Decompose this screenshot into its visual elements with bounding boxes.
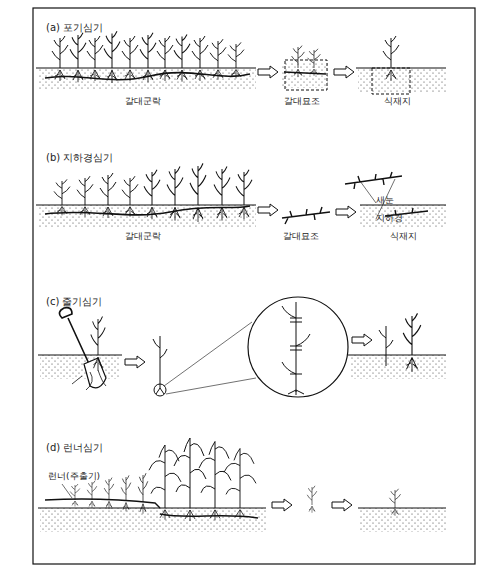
panel-title: (a) 포기심기: [46, 22, 103, 33]
leader-line: [62, 484, 72, 498]
soil: [360, 508, 446, 532]
process-arrow: [125, 356, 145, 368]
stem-cutting: [379, 326, 393, 366]
ground-line: [356, 68, 446, 69]
reed: [403, 313, 421, 372]
part-label: 식재지: [390, 232, 417, 242]
reed: [140, 33, 156, 83]
tall-reed: [149, 445, 181, 520]
reed: [174, 34, 190, 81]
panel-d-drawing: [38, 438, 446, 532]
frame: [33, 8, 475, 564]
reed: [70, 33, 86, 83]
reed: [210, 39, 226, 80]
ground-line: [358, 508, 446, 509]
reed-clump: [52, 31, 244, 83]
ground-line: [36, 205, 256, 206]
panel-c-drawing: [38, 297, 446, 397]
reed: [87, 481, 97, 508]
panel-a-drawing: [36, 31, 446, 94]
soil: [350, 355, 446, 379]
shovel-blade: [84, 358, 106, 388]
soil: [360, 205, 446, 227]
part-label: 갈대묘조: [284, 97, 320, 107]
part-label: 갈대군락: [125, 232, 161, 242]
panel-title: (b) 지하경심기: [46, 152, 113, 163]
reed: [389, 489, 400, 516]
reed: [308, 49, 321, 76]
soil: [358, 68, 446, 92]
part-label: 갈대묘조: [283, 232, 319, 242]
reed: [70, 484, 80, 507]
reed: [122, 176, 138, 217]
reed: [167, 167, 183, 221]
reed: [52, 36, 68, 81]
part-label: 갈대군락: [125, 97, 161, 107]
process-arrow: [332, 499, 352, 511]
reed: [192, 36, 208, 81]
part-label: 식재지: [384, 97, 411, 107]
reed: [87, 36, 103, 81]
rhizome: [284, 72, 326, 74]
ground-line: [36, 68, 256, 69]
ground-line: [38, 508, 266, 509]
reed: [383, 36, 399, 81]
reed: [104, 478, 114, 510]
process-arrow: [336, 206, 356, 218]
part-label: 지하경: [376, 214, 403, 224]
process-arrow: [352, 334, 372, 346]
reed: [100, 173, 116, 218]
rhizome: [45, 73, 250, 80]
rhizome-cutting: [282, 207, 330, 224]
ground-line: [348, 355, 446, 356]
reed: [307, 486, 317, 513]
reed: [292, 46, 305, 78]
tall-reed: [199, 442, 231, 521]
part-label: 런너(주출기): [48, 472, 100, 482]
rhizome: [160, 514, 258, 518]
reed: [190, 163, 206, 222]
reed: [157, 36, 173, 81]
ground-line: [360, 205, 446, 206]
soil: [282, 62, 328, 88]
panel-title: (c) 줄기심기: [46, 296, 102, 307]
shovel-handle: [59, 308, 90, 366]
process-arrow: [258, 204, 278, 216]
reed: [214, 167, 230, 221]
panel-title: (d) 런너심기: [46, 442, 103, 453]
reed: [121, 475, 131, 511]
reed: [77, 176, 93, 217]
ground-line: [38, 355, 122, 356]
tall-reed: [224, 449, 256, 520]
soil: [38, 205, 256, 227]
reed: [144, 170, 160, 220]
node-detail: [282, 302, 310, 395]
reed: [236, 170, 252, 220]
reed: [138, 473, 148, 514]
tall-reed: [174, 438, 206, 521]
soil: [40, 508, 266, 532]
reed: [228, 42, 244, 78]
leader-line: [164, 322, 256, 394]
reed: [91, 317, 105, 371]
reed: [54, 179, 70, 215]
panel-b-drawing: [36, 163, 446, 227]
clump-outline: [285, 60, 327, 90]
process-arrow: [334, 66, 354, 78]
process-arrow: [258, 66, 278, 78]
detail-circle: [248, 297, 348, 397]
part-label: 새눈: [376, 196, 394, 206]
reed: [122, 36, 138, 81]
reed: [104, 31, 120, 83]
roots: [72, 370, 106, 390]
rhizome-cutting: [345, 172, 402, 189]
process-arrow: [272, 499, 292, 511]
soil: [40, 355, 120, 379]
